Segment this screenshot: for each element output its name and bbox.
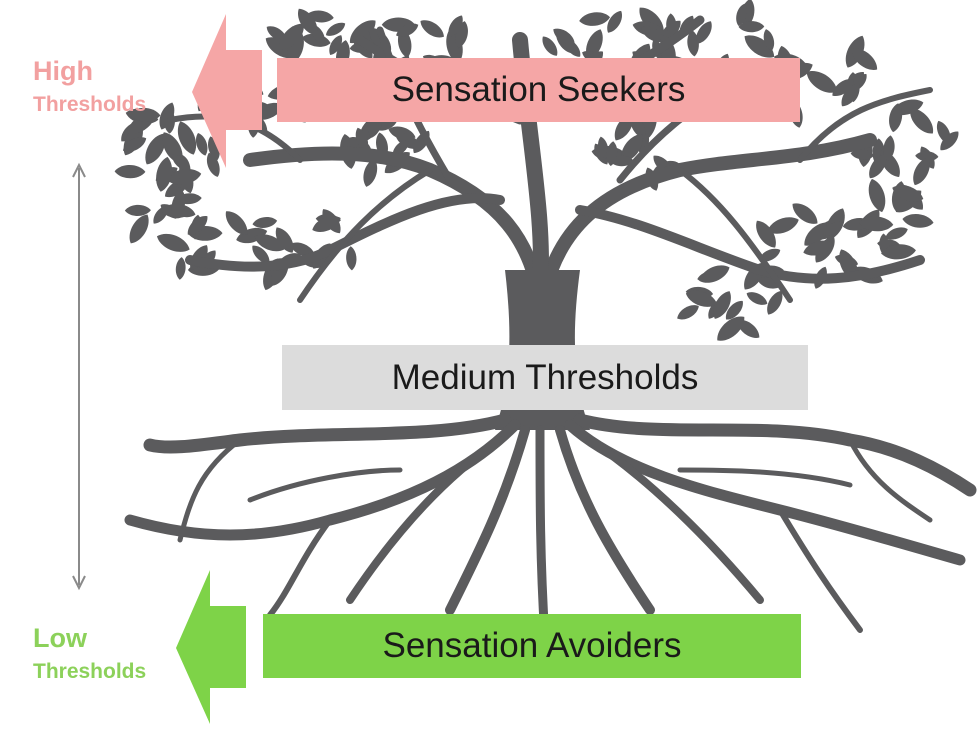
leaf [345,246,358,271]
leaf [578,10,611,28]
high-thresholds-label: High Thresholds [33,56,147,116]
leaf [251,215,278,230]
leaf [744,288,770,309]
double-headed-vertical-arrow-icon [72,162,86,591]
sensation-avoiders-banner: Sensation Avoiders [263,614,801,678]
low-label-title: Low [33,623,87,653]
low-label-subtitle: Thresholds [33,660,147,683]
leaf [323,19,348,40]
leaf [124,210,154,247]
sensation-seekers-banner: Sensation Seekers [277,58,800,122]
high-label-subtitle: Thresholds [33,93,147,116]
leaf [417,15,448,42]
leaf [864,176,890,215]
leaf [603,8,626,36]
leaf [114,164,146,179]
arrow-left-down-icon [176,570,246,724]
arrow-left-up-icon [192,14,262,168]
leaf [901,212,935,230]
leaf [154,229,193,257]
medium-thresholds-banner: Medium Thresholds [282,345,808,410]
high-label-title: High [33,56,93,86]
leaf [124,204,152,217]
low-thresholds-label: Low Thresholds [33,623,147,683]
tree-roots [124,413,977,645]
leaf [174,256,187,281]
